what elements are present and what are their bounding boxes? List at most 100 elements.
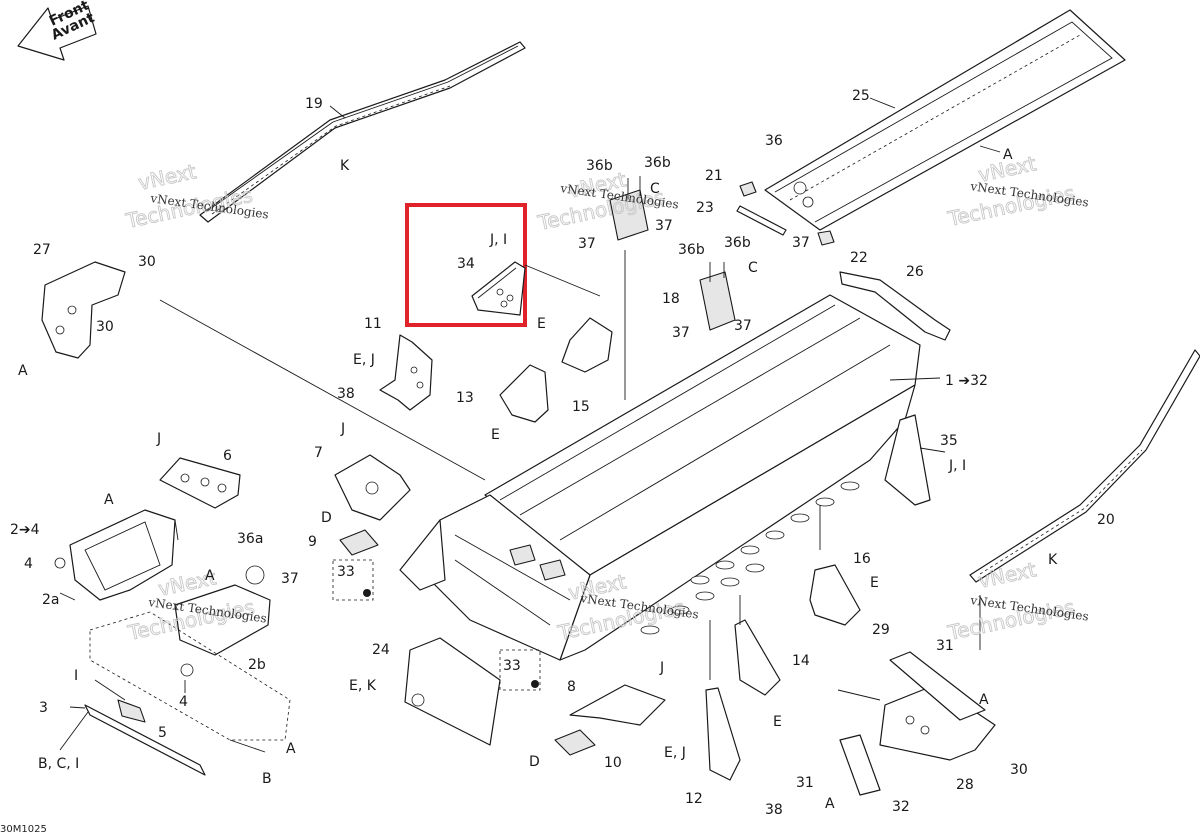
label-36b-4: 36b [724, 235, 751, 251]
label-26: 26 [906, 264, 924, 280]
part-3-strip [84, 611, 291, 776]
main-tunnel [399, 294, 921, 661]
part-33-fastener-a [332, 559, 374, 601]
label-6: 6 [223, 448, 232, 464]
label-31-b: 31 [796, 775, 814, 791]
front-direction-arrow: Front Avant [17, 0, 97, 61]
part-28-rear-bracket [879, 651, 996, 761]
label-5: 5 [158, 725, 167, 741]
label-a-32: A [825, 796, 835, 812]
label-a-2: A [104, 492, 114, 508]
part-18-bracket [699, 262, 736, 331]
label-24: 24 [372, 642, 390, 658]
label-29: 29 [872, 622, 890, 638]
label-36b-2: 36b [644, 155, 671, 171]
label-37-d: 37 [672, 325, 690, 341]
label-34: 34 [457, 256, 475, 272]
label-k-20: K [1048, 552, 1058, 568]
part-32-plate [839, 734, 881, 796]
label-37-e: 37 [734, 318, 752, 334]
label-21: 21 [705, 168, 723, 184]
part-16-plate [809, 564, 861, 626]
part-7-plate [334, 454, 411, 521]
label-a-27: A [18, 363, 28, 379]
label-30-a: 30 [138, 254, 156, 270]
part-labels: 19 K 25 A 36 21 23 37 22 36b 36b C 37 37… [10, 88, 1115, 818]
label-22: 22 [850, 250, 868, 266]
label-c-2: C [748, 260, 758, 276]
part-21-clip [739, 181, 757, 197]
part-26-rear-bracket [839, 271, 951, 341]
label-a-36a: A [205, 568, 215, 584]
label-a-3: A [286, 741, 296, 757]
part-2b-frame [174, 565, 271, 677]
label-30-c: 30 [1010, 762, 1028, 778]
watermark-line1: vNext [136, 159, 198, 195]
part-22-nut [817, 230, 835, 246]
part-2-frame [54, 509, 176, 601]
label-ji-highlight: J, I [489, 232, 507, 248]
label-18: 18 [662, 291, 680, 307]
part-15-plate [561, 317, 613, 373]
label-4-a: 4 [24, 556, 33, 572]
label-bci: B, C, I [38, 756, 79, 772]
label-28: 28 [956, 777, 974, 793]
part-9-plate [339, 529, 379, 556]
figure-code: 30M1025 [0, 824, 47, 835]
label-9: 9 [308, 534, 317, 550]
label-11: 11 [364, 316, 382, 332]
label-37-b: 37 [578, 236, 596, 252]
highlighted-part-34 [405, 203, 527, 327]
label-4-b: 4 [179, 694, 188, 710]
leader-lines [59, 97, 1001, 753]
label-37-c: 37 [655, 218, 673, 234]
part-bracket-c-top [609, 176, 649, 241]
label-1-32: 1 ➔32 [945, 373, 988, 389]
part-8-plate [569, 684, 666, 726]
part-24-heat-exchanger [404, 637, 501, 746]
label-38-a: 38 [337, 386, 355, 402]
label-20: 20 [1097, 512, 1115, 528]
label-ji-35: J, I [948, 458, 966, 474]
label-36b-1: 36b [586, 158, 613, 174]
label-12: 12 [685, 791, 703, 807]
label-d-10: D [529, 754, 540, 770]
part-12-plate [705, 687, 741, 781]
label-ej-11: E, J [353, 352, 375, 368]
part-14-plate [734, 619, 781, 696]
label-27: 27 [33, 242, 51, 258]
label-33-a: 33 [337, 564, 355, 580]
label-e-14: E [773, 714, 782, 730]
label-19: 19 [305, 96, 323, 112]
label-ek-24: E, K [349, 678, 377, 694]
label-3: 3 [39, 700, 48, 716]
label-j-6: J [156, 431, 161, 447]
label-15: 15 [572, 399, 590, 415]
label-23: 23 [696, 200, 714, 216]
tunnel-vent-slots [640, 481, 860, 635]
label-33-b: 33 [503, 658, 521, 674]
label-7: 7 [314, 445, 323, 461]
part-11-bracket [379, 334, 433, 411]
label-a-25: A [1003, 147, 1013, 163]
part-27-front-bracket [41, 261, 126, 359]
label-a-28: A [979, 692, 989, 708]
part-6-plate [159, 457, 241, 509]
label-35: 35 [940, 433, 958, 449]
label-b-3: B [262, 771, 272, 787]
label-31-a: 31 [936, 638, 954, 654]
label-j-8: J [659, 660, 664, 676]
part-10-plate [554, 729, 596, 756]
label-c-1: C [650, 181, 660, 197]
label-37-f: 37 [281, 571, 299, 587]
label-10: 10 [604, 755, 622, 771]
label-e-16: E [870, 575, 879, 591]
label-32: 32 [892, 799, 910, 815]
label-2a: 2a [42, 592, 60, 608]
part-23-strip [736, 205, 787, 236]
label-38-b: 38 [765, 802, 783, 818]
part-13-plate [499, 364, 549, 423]
label-e-13: E [491, 427, 500, 443]
label-16: 16 [853, 551, 871, 567]
